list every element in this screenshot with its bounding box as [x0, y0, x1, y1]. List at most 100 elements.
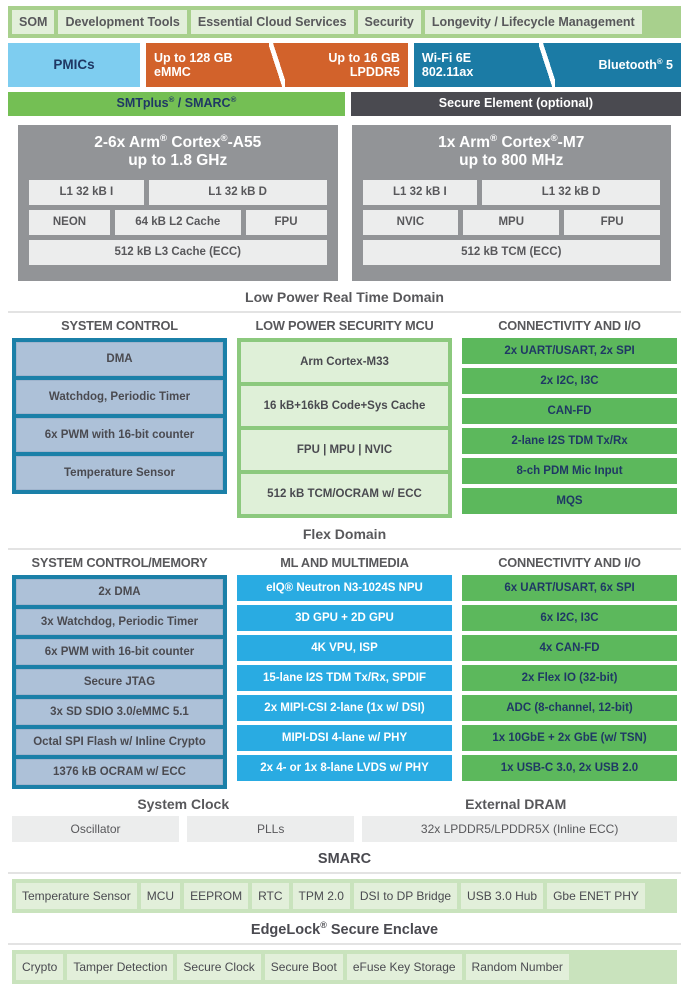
ml-gpu: 3D GPU + 2D GPU	[237, 604, 452, 631]
m7-title-mid: Cortex	[501, 134, 551, 151]
edgelock-strip: Crypto Tamper Detection Secure Clock Sec…	[12, 949, 677, 984]
flex-secure-jtag: Secure JTAG	[16, 668, 223, 695]
smarc-tpm: TPM 2.0	[292, 882, 350, 909]
smarc-rtc: RTC	[252, 882, 289, 909]
registered-mark-icon-8: ®	[550, 132, 558, 144]
a55-l3-row: 512 kB L3 Cache (ECC)	[29, 239, 327, 265]
lp-uart-spi: 2x UART/USART, 2x SPI	[462, 337, 677, 364]
smtplus-label: SMTplus	[116, 96, 169, 111]
som-chip-longevity-lifecycle-management: Longevity / Lifecycle Management	[424, 10, 642, 34]
cpu-clusters-row: 2-6x Arm® Cortex®-A55 up to 1.8 GHz L1 3…	[8, 125, 681, 281]
security-mcu-group: Arm Cortex-M33 16 kB+16kB Code+Sys Cache…	[237, 337, 452, 518]
wifi-line2: 802.11ax	[421, 65, 474, 79]
bluetooth-label: Bluetooth	[598, 57, 657, 72]
emmc-line1: Up to 128 GB	[154, 50, 233, 65]
smarc-usb-hub: USB 3.0 Hub	[461, 882, 544, 909]
lp-mqs: MQS	[462, 487, 677, 514]
column-head-ml-multimedia: ML AND MULTIMEDIA	[280, 554, 409, 570]
mcu-cortex-m33: Arm Cortex-M33	[241, 341, 448, 382]
system-clock-head: System Clock	[137, 795, 230, 812]
m7-cache-row-1: L1 32 kB I L1 32 kB D	[362, 179, 660, 205]
clock-dram-heads: System Clock External DRAM	[8, 796, 681, 812]
lp-connectivity-stack: 2x UART/USART, 2x SPI 2x I2C, I3C CAN-FD…	[462, 337, 677, 514]
clock-dram-row: Oscillator PLLs 32x LPDDR5/LPDDR5X (Inli…	[8, 815, 681, 842]
cpu-cluster-a55-title: 2-6x Arm® Cortex®-A55 up to 1.8 GHz	[29, 134, 327, 171]
system-control-memory-group: 2x DMA 3x Watchdog, Periodic Timer 6x PW…	[12, 574, 227, 789]
column-ml-multimedia: ML AND MULTIMEDIA eIQ® Neutron N3-1024S …	[237, 555, 452, 789]
column-low-power-security-mcu: LOW POWER SECURITY MCU Arm Cortex-M33 16…	[237, 318, 452, 518]
plls-block: PLLs	[187, 815, 355, 842]
m7-mpu: MPU	[463, 209, 560, 235]
divider-3	[8, 871, 681, 874]
ml-mipi-dsi: MIPI-DSI 4-lane w/ PHY	[237, 724, 452, 751]
registered-mark-icon-4: ®	[230, 95, 237, 105]
flex-ethernet: 1x 10GbE + 2x GbE (w/ TSN)	[462, 724, 677, 751]
emmc-block: Up to 128 GB eMMC	[146, 43, 277, 87]
m7-l1d: L1 32 kB D	[482, 179, 660, 205]
flex-flex-io: 2x Flex IO (32-bit)	[462, 664, 677, 691]
flex-pwm: 6x PWM with 16-bit counter	[16, 638, 223, 665]
cpu-cluster-m7-title: 1x Arm® Cortex®-M7 up to 800 MHz	[363, 134, 661, 171]
lp-i2c-i3c: 2x I2C, I3C	[462, 367, 677, 394]
flex-i2c-i3c: 6x I2C, I3C	[462, 604, 677, 631]
som-chip-essential-cloud-services: Essential Cloud Services	[190, 10, 354, 34]
registered-mark-icon-3: ®	[168, 95, 175, 105]
ml-npu: eIQ® Neutron N3-1024S NPU	[237, 574, 452, 601]
flex-watchdog: 3x Watchdog, Periodic Timer	[16, 608, 223, 635]
m7-nvic: NVIC	[362, 209, 459, 235]
column-head-security-mcu: LOW POWER SECURITY MCU	[255, 317, 434, 333]
a55-unit-row: NEON 64 kB L2 Cache FPU	[29, 209, 327, 235]
a55-l1d: L1 32 kB D	[148, 179, 327, 205]
a55-cache-row-1: L1 32 kB I L1 32 kB D	[29, 179, 327, 205]
system-control-group: DMA Watchdog, Periodic Timer 6x PWM with…	[12, 337, 227, 494]
m7-tcm-row: 512 kB TCM (ECC)	[362, 239, 660, 265]
diagonal-divider-icon	[268, 41, 285, 89]
som-chip-development-tools: Development Tools	[58, 10, 187, 34]
secure-element-block: Secure Element (optional)	[350, 92, 681, 116]
wireless-block: Wi-Fi 6E 802.11ax Bluetooth® 5	[413, 41, 681, 89]
m7-title-pre: 1x Arm	[438, 134, 491, 151]
mcu-code-sys-cache: 16 kB+16kB Code+Sys Cache	[241, 385, 448, 426]
diagonal-divider-icon-2	[539, 41, 556, 89]
ml-multimedia-stack: eIQ® Neutron N3-1024S NPU 3D GPU + 2D GP…	[237, 574, 452, 781]
a55-neon: NEON	[29, 209, 110, 235]
column-system-control: SYSTEM CONTROL DMA Watchdog, Periodic Ti…	[12, 318, 227, 518]
mcu-tcm-ocram: 512 kB TCM/OCRAM w/ ECC	[241, 473, 448, 514]
edgelock-secure-boot: Secure Boot	[264, 953, 343, 980]
flex-domain-label: Flex Domain	[302, 525, 387, 542]
smarc-title: SMARC	[317, 850, 372, 867]
ml-vpu-isp: 4K VPU, ISP	[237, 634, 452, 661]
edgelock-tamper-detection: Tamper Detection	[67, 953, 174, 980]
edgelock-efuse-key-storage: eFuse Key Storage	[346, 953, 462, 980]
ml-lvds: 2x 4- or 1x 8-lane LVDS w/ PHY	[237, 754, 452, 781]
flex-sd-sdio-emmc: 3x SD SDIO 3.0/eMMC 5.1	[16, 698, 223, 725]
som-chip-som: SOM	[12, 10, 55, 34]
oscillator-block: Oscillator	[12, 815, 180, 842]
column-system-control-memory: SYSTEM CONTROL/MEMORY 2x DMA 3x Watchdog…	[12, 555, 227, 789]
external-dram-head: External DRAM	[465, 795, 567, 812]
edgelock-title-post: Secure Enclave	[330, 921, 439, 938]
flex-octal-spi-flash: Octal SPI Flash w/ Inline Crypto	[16, 728, 223, 755]
lp-can-fd: CAN-FD	[462, 397, 677, 424]
low-power-domain-label: Low Power Real Time Domain	[245, 288, 444, 305]
a55-title-mid: Cortex	[171, 134, 221, 151]
mcu-fpu-mpu-nvic: FPU | MPU | NVIC	[241, 429, 448, 470]
a55-l1i: L1 32 kB I	[29, 179, 144, 205]
a55-l2-cache: 64 kB L2 Cache	[114, 209, 241, 235]
lpddr-line1: Up to 16 GB	[328, 50, 400, 65]
smarc-label: SMARC	[184, 96, 231, 111]
registered-mark-icon-6: ®	[220, 132, 228, 144]
som-chip-security: Security	[357, 10, 421, 34]
bluetooth-version: 5	[666, 57, 673, 72]
flex-ocram: 1376 kB OCRAM w/ ECC	[16, 758, 223, 785]
flex-connectivity-stack: 6x UART/USART, 6x SPI 6x I2C, I3C 4x CAN…	[462, 574, 677, 781]
m7-unit-row: NVIC MPU FPU	[362, 209, 661, 235]
flex-usb: 1x USB-C 3.0, 2x USB 2.0	[462, 754, 677, 781]
edgelock-secure-clock: Secure Clock	[177, 953, 261, 980]
smarc-enet-phy: Gbe ENET PHY	[547, 882, 645, 909]
wifi-block: Wi-Fi 6E 802.11ax	[414, 43, 548, 87]
edgelock-title: EdgeLock® Secure Enclave	[8, 920, 681, 938]
emmc-line2: eMMC	[154, 65, 191, 79]
m7-title-post: -M7	[557, 134, 585, 151]
wifi-line1: Wi-Fi 6E	[421, 50, 472, 65]
